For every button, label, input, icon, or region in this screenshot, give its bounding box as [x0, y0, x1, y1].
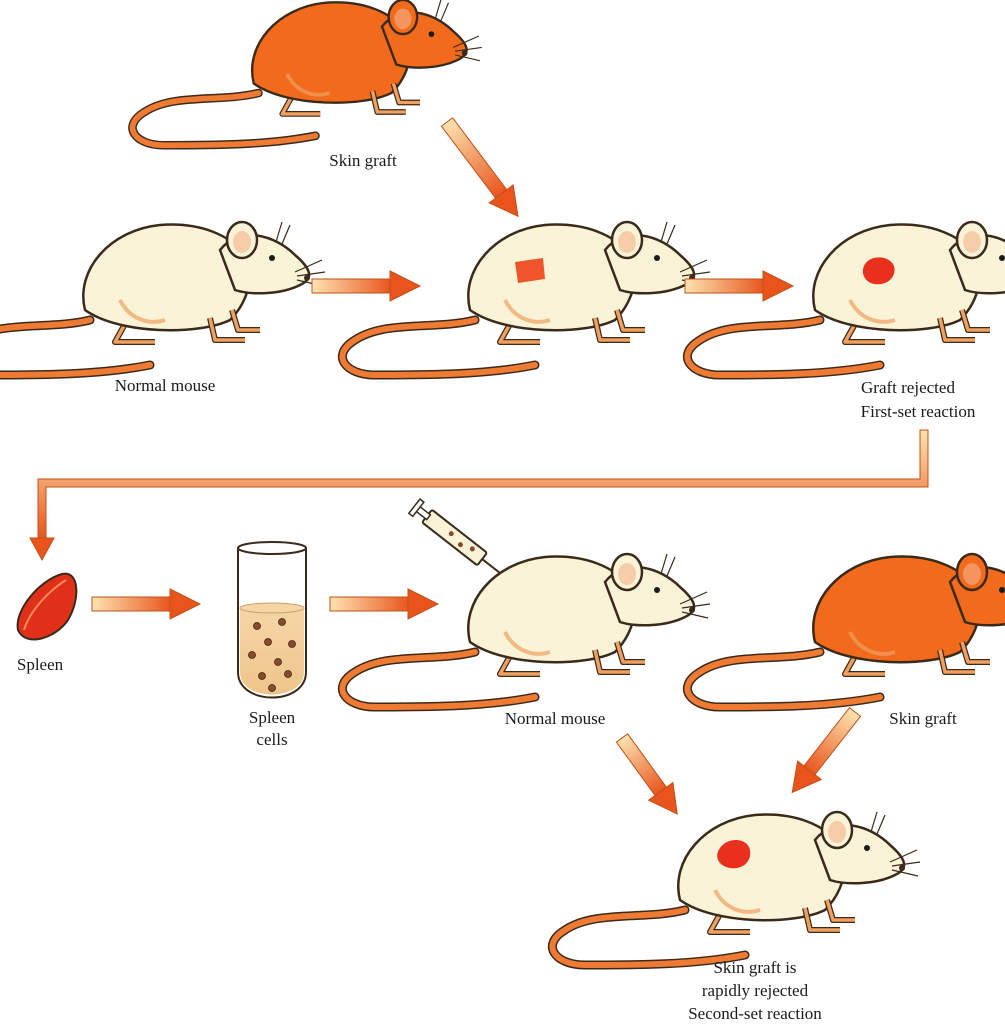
label-skin-graft-right: Skin graft: [889, 709, 957, 728]
label-first-set-reaction: First-set reaction: [861, 402, 976, 421]
donor-mouse-top: [133, 0, 482, 145]
label-normal-mouse-1: Normal mouse: [115, 376, 216, 395]
normal-mouse-1: [0, 222, 325, 375]
label-final-line3: Second-set reaction: [688, 1004, 822, 1023]
label-final-line2: rapidly rejected: [702, 981, 809, 1000]
arrow-spleen-to-cells: [92, 589, 200, 619]
label-graft-rejected: Graft rejected: [861, 378, 955, 397]
arrow-grafted-to-rejected: [685, 271, 793, 301]
test-tube-spleen-cells: [238, 542, 306, 698]
final-mouse: [552, 812, 920, 965]
donor-mouse-right: [687, 554, 1005, 707]
grafted-mouse: [342, 222, 710, 375]
label-normal-mouse-2: Normal mouse: [505, 709, 606, 728]
label-spleen: Spleen: [17, 655, 64, 674]
label-spleen-cells-line2: cells: [256, 730, 287, 749]
spleen-organ: [18, 574, 77, 640]
arrow-normal-to-grafted: [312, 271, 420, 301]
connector-arrowhead: [30, 538, 54, 560]
syringe-icon: [409, 499, 508, 582]
rejected-graft-mouse: [687, 222, 1005, 375]
connector-to-spleen: [38, 430, 928, 540]
label-spleen-cells-line1: Spleen: [249, 708, 296, 727]
fresh-skin-graft-patch: [515, 258, 545, 283]
arrow-mouse-to-final: [610, 729, 690, 823]
label-skin-graft-top: Skin graft: [329, 151, 397, 170]
arrow-cells-to-mouse: [330, 589, 438, 619]
normal-mouse-2: [342, 554, 710, 707]
label-final-line1: Skin graft is: [713, 958, 796, 977]
arrow-donor-to-grafted: [435, 113, 530, 225]
arrow-donor-to-final: [780, 703, 866, 802]
